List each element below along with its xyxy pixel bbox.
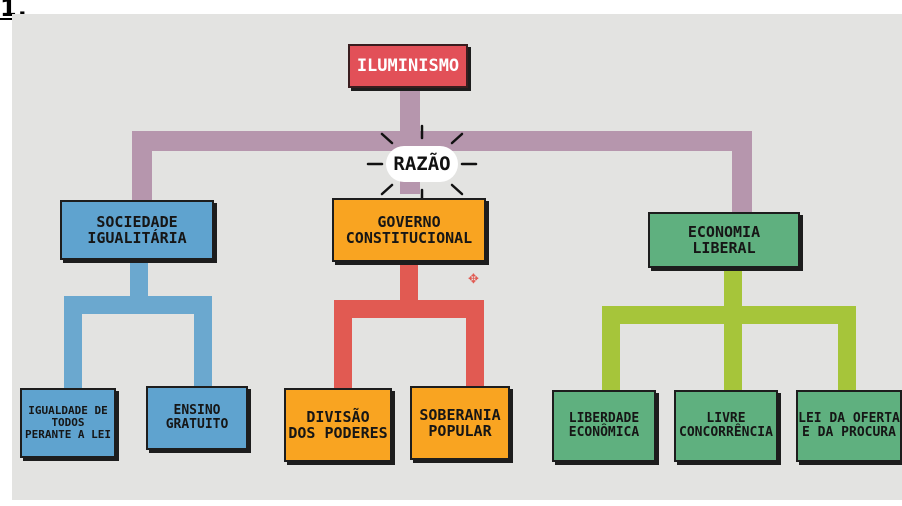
connector-blue-left <box>64 296 82 396</box>
connector-top-rail <box>132 131 752 151</box>
connector-blue-right <box>194 296 212 396</box>
branch-economia-liberal: ECONOMIA LIBERAL <box>648 212 800 268</box>
connector-red-left <box>334 300 352 396</box>
connector-red-right <box>466 300 484 396</box>
leaf-igualdade-de-todos: IGUALDADE DE TODOS PERANTE A LEI <box>20 388 116 458</box>
connector-left-drop <box>132 131 152 203</box>
connector-blue-rail <box>64 296 212 314</box>
concept-map-board: ILUMINISMO RAZÃO SOCIEDADE IGUALITÁRIA G… <box>12 14 902 500</box>
connector-red-rail <box>334 300 484 318</box>
leaf-lei-da-oferta: LEI DA OFERTA E DA PROCURA <box>796 390 902 462</box>
connector-right-drop <box>732 131 752 216</box>
leaf-liberdade-economica: LIBERDADE ECONÔMICA <box>552 390 656 462</box>
leaf-divisao-dos-poderes: DIVISÃO DOS PODERES <box>284 388 392 462</box>
connector-blue-stem <box>130 260 148 298</box>
connector-green-right <box>838 306 856 396</box>
connector-green-stem <box>724 268 742 308</box>
branch-governo-constitucional: GOVERNO CONSTITUCIONAL <box>332 198 486 262</box>
branch-sociedade-igualitaria: SOCIEDADE IGUALITÁRIA <box>60 200 214 260</box>
connector-red-stem <box>400 264 418 302</box>
leaf-soberania-popular: SOBERANIA POPULAR <box>410 386 510 460</box>
center-node-razao: RAZÃO <box>362 124 482 204</box>
razao-label: RAZÃO <box>386 146 458 182</box>
mouse-cursor-icon: ✥ <box>468 272 479 287</box>
root-node-iluminismo: ILUMINISMO <box>348 44 468 88</box>
connector-green-mid <box>724 306 742 396</box>
leaf-ensino-gratuito: ENSINO GRATUITO <box>146 386 248 450</box>
connector-green-left <box>602 306 620 396</box>
leaf-livre-concorrencia: LIVRE CONCORRÊNCIA <box>674 390 778 462</box>
